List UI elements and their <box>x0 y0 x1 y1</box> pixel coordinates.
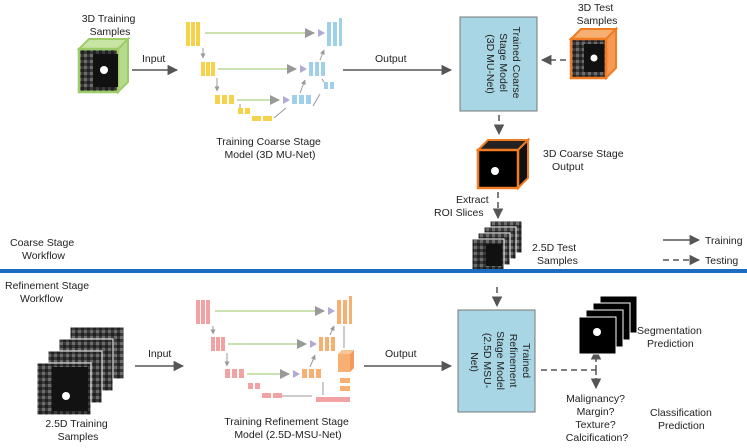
bottom-output-label: Output <box>385 348 417 360</box>
refinement-workflow-label: Refinement Stage Workflow <box>5 280 92 305</box>
3d-mu-net-diagram <box>186 18 342 121</box>
top-output-label: Output <box>375 53 407 65</box>
3d-training-samples-label: 3D Training Samples <box>82 13 139 38</box>
25d-test-samples-stack <box>471 220 523 272</box>
3d-test-samples-cube <box>568 26 619 81</box>
legend-testing: Testing <box>705 255 738 267</box>
trained-coarse-model-label: Trained Coarse Stage Model (3D MU-Net) <box>484 27 522 102</box>
classification-prediction-label: Classification Prediction <box>650 407 715 432</box>
25d-training-samples-label: 2.5D Training Samples <box>45 418 110 443</box>
classification-questions: Malignancy? Margin? Texture? Calcificati… <box>566 393 629 444</box>
25d-training-samples-stack <box>36 326 125 416</box>
bottom-model-caption: Training Refinement Stage Model (2.5D-MS… <box>224 416 351 441</box>
legend: Training Testing <box>663 234 743 267</box>
3d-training-samples-cube <box>76 36 131 95</box>
25d-msu-net-diagram <box>196 296 354 402</box>
25d-test-samples-label: 2.5D Test Samples <box>532 242 579 267</box>
extract-roi-label: Extract ROI Slices <box>434 194 492 219</box>
top-input-label: Input <box>142 53 165 65</box>
trained-coarse-model-box <box>459 16 538 112</box>
bottom-input-label: Input <box>148 348 171 360</box>
coarse-workflow-label: Coarse Stage Workflow <box>10 237 77 262</box>
segmentation-prediction-stack <box>578 295 638 355</box>
3d-test-samples-label: 3D Test Samples <box>577 2 618 27</box>
trained-refinement-model-label: Trained Refinement Stage Model (2.5D MSU… <box>468 331 532 393</box>
legend-training: Training <box>705 235 743 247</box>
trained-refinement-model-box <box>457 309 536 413</box>
segmentation-prediction-label: Segmentation Prediction <box>637 325 705 350</box>
top-model-caption: Training Coarse Stage Model (3D MU-Net) <box>216 136 324 161</box>
coarse-output-label: 3D Coarse Stage Output <box>543 148 626 173</box>
3d-coarse-output-cube <box>475 137 531 191</box>
